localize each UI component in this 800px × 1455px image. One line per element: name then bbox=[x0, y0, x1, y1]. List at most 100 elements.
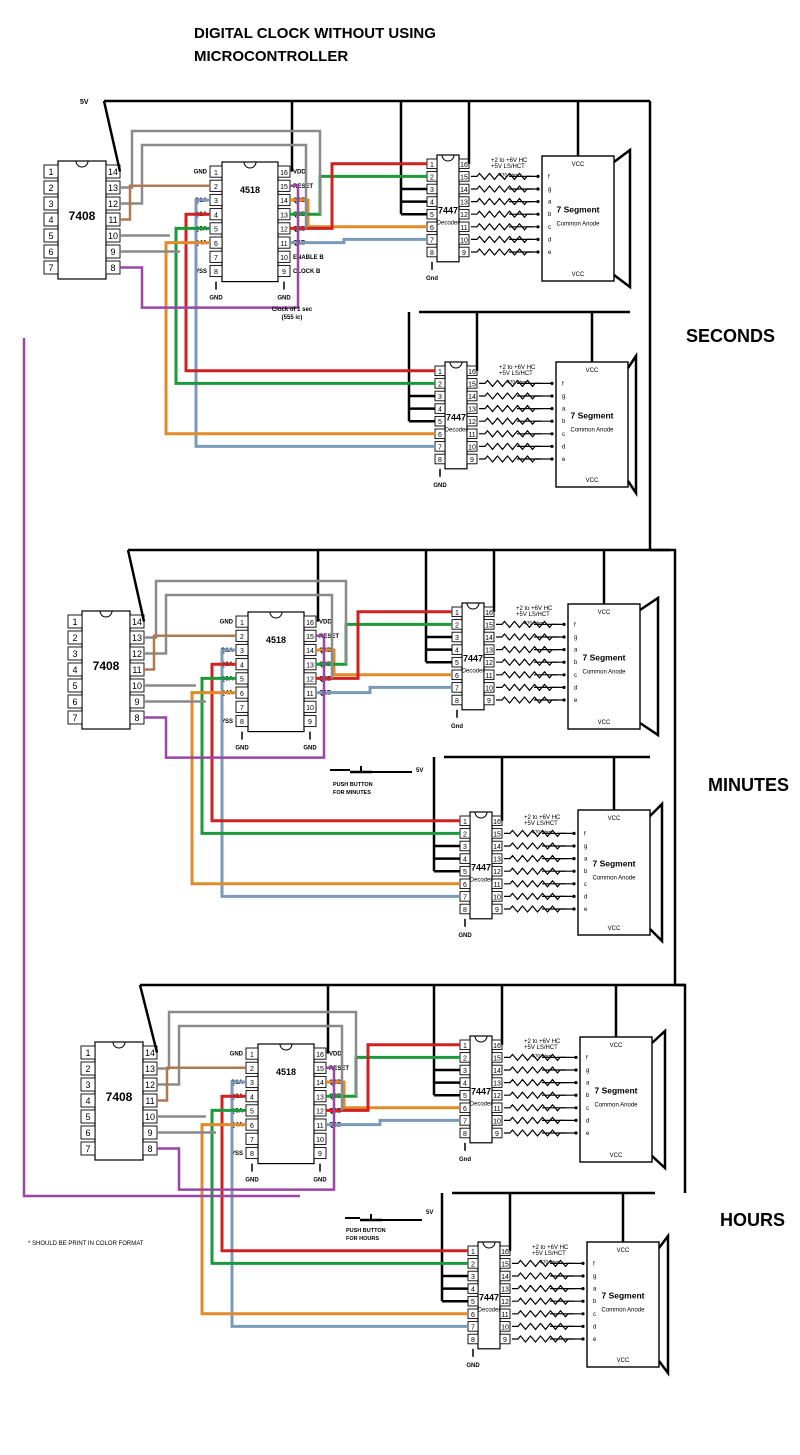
minutes-7408-pin-left bbox=[67, 710, 83, 725]
seconds-7408-pin-left-number: 3 bbox=[48, 199, 53, 209]
hours-lower-decoder-pin-right-number: 9 bbox=[503, 1337, 507, 1344]
seconds-upper-7seg-sub: Common Anode bbox=[556, 221, 600, 227]
hours-gray-wire-1 bbox=[157, 1010, 358, 1097]
minutes-4518-pin-right bbox=[303, 700, 317, 713]
minutes-lower-decoder-pin-right-number: 16 bbox=[493, 819, 501, 826]
seconds-upper-decoder-pin-left-number: 7 bbox=[430, 237, 434, 244]
hours-lower-decoder-sublabel: Decoder bbox=[478, 1308, 501, 1314]
hours-7408-pin-left-number: 2 bbox=[85, 1064, 90, 1074]
hours-lower-seg-letter: b bbox=[593, 1299, 597, 1305]
minutes-lower-decoder-pin-right bbox=[491, 865, 503, 877]
minutes-7408-pin-right-number: 14 bbox=[132, 617, 142, 627]
seconds-7408-pin-left bbox=[43, 260, 59, 275]
minutes-7408-label: 7408 bbox=[93, 659, 120, 673]
seconds-upper-resistor bbox=[471, 235, 533, 244]
seconds-4518-pin-right-number: 13 bbox=[280, 212, 288, 219]
minutes-lower-seg-node bbox=[572, 831, 576, 836]
minutes-4518-pin-right-number: 10 bbox=[306, 705, 314, 712]
seconds-4518-pin-left-number: 5 bbox=[214, 227, 218, 234]
minutes-upper-decoder-pin-left-number: 1 bbox=[455, 610, 459, 617]
seconds-7408-pin-left bbox=[43, 244, 59, 259]
minutes-upper-decoder-pin-left-number: 2 bbox=[455, 622, 459, 629]
hours-upper-decoder-pin-left-number: 1 bbox=[463, 1043, 467, 1050]
hours-lower-7seg-sub: Common Anode bbox=[601, 1307, 645, 1313]
seconds-lower-decoder-label: 7447 bbox=[446, 413, 466, 423]
minutes-brown-wire bbox=[144, 634, 236, 671]
hours-upper-7seg-sub: Common Anode bbox=[594, 1102, 638, 1108]
hours-upper-decoder-pin-right bbox=[491, 1064, 503, 1076]
minutes-lower-decoder-pin-right bbox=[491, 891, 503, 902]
seconds-4518-pin-left-number: 3 bbox=[214, 198, 218, 205]
minutes-lower-decoder-pin-left-number: 6 bbox=[463, 882, 467, 889]
seconds-lower-decoder-pin-right bbox=[466, 403, 478, 414]
seconds-upper-7seg-body bbox=[541, 155, 615, 282]
seconds-4518-pin-right bbox=[277, 250, 291, 263]
seconds-upper-seg-letter: b bbox=[548, 212, 552, 218]
minutes-lower-decoder-pin-left-number: 2 bbox=[463, 831, 467, 838]
seconds-7408-pin-left-number: 1 bbox=[48, 167, 53, 177]
minutes-7408-pin-left bbox=[67, 614, 83, 629]
seconds-upper-seg-node bbox=[536, 174, 540, 178]
seconds-lower-seg-letter: c bbox=[562, 432, 565, 438]
hours-upper-7seg-vcc-bottom: VCC bbox=[610, 1153, 623, 1159]
minutes-7408-pin-right-number: 10 bbox=[132, 681, 142, 691]
minutes-4518-pin-left-number: 7 bbox=[240, 705, 244, 712]
hours-7408-pin-left bbox=[80, 1045, 96, 1060]
minutes-lower-gnd-label: GND bbox=[458, 933, 472, 939]
minutes-upper-resistor bbox=[496, 633, 558, 641]
seconds-lower-decoder-pin-left-number: 8 bbox=[438, 457, 442, 464]
hours-upper-seg-node bbox=[574, 1055, 578, 1059]
seconds-4518-pin-left-number: 6 bbox=[214, 241, 218, 248]
seconds-lower-supply-1: +2 to +6V HC bbox=[499, 365, 536, 371]
hours-upper-decoder-pin-left-number: 5 bbox=[463, 1093, 467, 1100]
hours-q3a-wire bbox=[210, 1108, 468, 1265]
hours-lower-decoder-pin-right-number: 15 bbox=[501, 1261, 509, 1268]
minutes-reset-wire bbox=[144, 634, 326, 759]
seconds-4518-right-label: CLOCK B bbox=[293, 269, 321, 275]
hours-lower-seg-node bbox=[581, 1287, 585, 1291]
seconds-4518-pin-left bbox=[209, 165, 223, 178]
hours-lower-decoder-pin-left bbox=[467, 1333, 479, 1345]
hours-4518-pin-left-number: 6 bbox=[250, 1123, 254, 1130]
minutes-lower-decoder-pin-left-number: 8 bbox=[463, 907, 467, 914]
minutes-lower-decoder-body bbox=[469, 811, 493, 920]
minutes-upper-decoder-pin-left-number: 5 bbox=[455, 660, 459, 667]
minutes-q2a-wire bbox=[210, 662, 460, 823]
seconds-q1b-wire bbox=[290, 237, 427, 245]
minutes-7408-pin-right-number: 13 bbox=[132, 633, 142, 643]
minutes-lower-7seg-name: 7 Segment bbox=[593, 858, 636, 868]
hours-lower-seg-letter: e bbox=[593, 1337, 597, 1343]
seconds-lower-resistor bbox=[479, 379, 541, 388]
seconds-4518b-gnd-label: GND bbox=[277, 296, 291, 302]
hours-upper-7seg-body bbox=[579, 1036, 653, 1163]
hours-lower-seg-node bbox=[581, 1312, 585, 1316]
seconds-upper-decoder-body bbox=[436, 154, 460, 263]
seconds-lower-7seg-body bbox=[555, 361, 629, 488]
minutes-upper-resistor bbox=[496, 670, 558, 679]
seconds-q2b-wire bbox=[290, 162, 427, 230]
seconds-upper-decoder-pin-right-number: 10 bbox=[460, 237, 468, 244]
minutes-upper-decoder-pin-right bbox=[483, 694, 495, 706]
minutes-7408-pin-left-number: 6 bbox=[72, 697, 77, 707]
seconds-lower-decoder-pin-right-number: 15 bbox=[468, 381, 476, 388]
hours-7408-pin-left bbox=[80, 1141, 96, 1156]
hours-7408-pin-right-number: 11 bbox=[145, 1096, 154, 1106]
hours-upper-resistor bbox=[504, 1129, 566, 1137]
hours-upper-seg-node bbox=[574, 1106, 578, 1110]
minutes-lower-seg-letter: d bbox=[584, 894, 587, 900]
hours-upper-decoder-sublabel: Decoder bbox=[470, 1102, 493, 1108]
hours-4518-pin-left bbox=[245, 1132, 259, 1145]
hours-upper-decoder-pin-right-number: 15 bbox=[493, 1055, 501, 1062]
seconds-7408-pin-left-number: 4 bbox=[48, 215, 53, 225]
hours-upper-seg-node bbox=[574, 1118, 578, 1122]
hours-q4a-wire bbox=[200, 1123, 468, 1316]
minutes-lower-seg-node bbox=[572, 844, 576, 848]
hours-7408-pin-right-number: 9 bbox=[147, 1128, 152, 1138]
hours-7408-pin-left bbox=[80, 1109, 96, 1124]
seconds-upper-seg-node bbox=[536, 200, 540, 204]
seconds-upper-decoder-pin-right bbox=[458, 246, 470, 258]
minutes-upper-decoder-pin-right bbox=[483, 682, 495, 693]
minutes-lower-decoder-pin-right bbox=[491, 828, 503, 839]
seconds-brown-wire bbox=[120, 184, 210, 221]
minutes-lower-seg-letter: g bbox=[584, 844, 587, 850]
